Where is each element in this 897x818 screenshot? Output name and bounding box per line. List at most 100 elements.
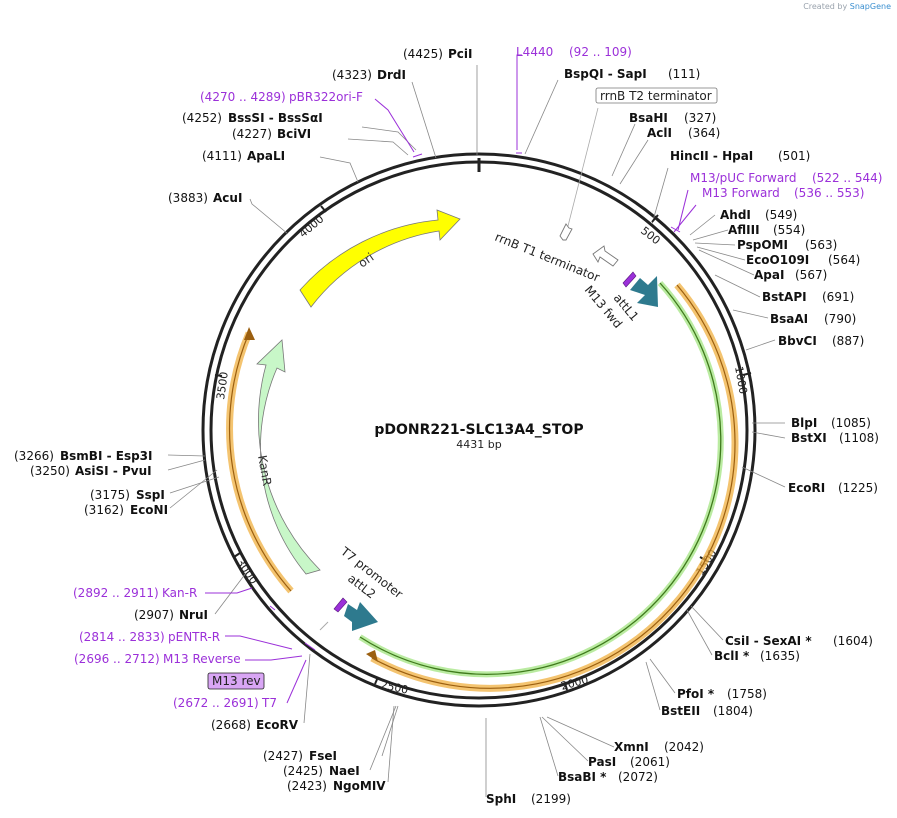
primer-labels: L4440 (92 .. 109) (4270 .. 4289) pBR322o… bbox=[73, 45, 882, 710]
site-name: EcoRV bbox=[256, 718, 299, 732]
primer-range: (2696 .. 2712) bbox=[74, 652, 160, 666]
primer-name: M13/pUC Forward bbox=[690, 171, 797, 185]
site-pos: (327) bbox=[684, 111, 716, 125]
site-pos: (1085) bbox=[831, 416, 871, 430]
site-pos: (3175) bbox=[90, 488, 130, 502]
site-pos: (2425) bbox=[283, 764, 323, 778]
primer-name: pENTR-R bbox=[168, 630, 220, 644]
m13rev-label: M13 rev bbox=[212, 674, 261, 688]
site-pos: (3250) bbox=[30, 464, 70, 478]
site-name: NgoMIV bbox=[333, 779, 386, 793]
site-name: BstXI bbox=[791, 431, 827, 445]
right-orange-band bbox=[370, 282, 739, 692]
site-name: BstAPI bbox=[762, 290, 807, 304]
primer-range: (2814 .. 2833) bbox=[79, 630, 165, 644]
site-name: BlpI bbox=[791, 416, 817, 430]
site-name: SspI bbox=[136, 488, 165, 502]
site-pos: (111) bbox=[668, 67, 700, 81]
site-pos: (4111) bbox=[202, 149, 242, 163]
rrnb-t2-feature bbox=[559, 223, 573, 241]
site-name: BsaHI bbox=[629, 111, 668, 125]
primer-name: T7 bbox=[261, 696, 277, 710]
primer-range: (522 .. 544) bbox=[812, 171, 882, 185]
site-name: NruI bbox=[179, 608, 208, 622]
site-name: BbvCI bbox=[778, 334, 817, 348]
site-name: BciVI bbox=[277, 127, 311, 141]
primer-range: (4270 .. 4289) bbox=[200, 90, 286, 104]
site-name: AclI bbox=[647, 126, 672, 140]
ori-feature bbox=[299, 209, 461, 308]
kanr-feature bbox=[256, 339, 321, 575]
site-pos: (4425) bbox=[403, 47, 443, 61]
site-name: BsmBI - Esp3I bbox=[60, 449, 152, 463]
attl2-feature bbox=[344, 602, 378, 631]
site-pos: (790) bbox=[824, 312, 856, 326]
primer-range: (92 .. 109) bbox=[569, 45, 632, 59]
site-pos: (567) bbox=[795, 268, 827, 282]
site-name: SphI bbox=[486, 792, 516, 806]
site-name: DrdI bbox=[377, 68, 406, 82]
primer-range: (2672 .. 2691) bbox=[173, 696, 259, 710]
site-pos: (4323) bbox=[332, 68, 372, 82]
primer-name: L4440 bbox=[516, 45, 553, 59]
site-pos: (2072) bbox=[618, 770, 658, 784]
site-pos: (1604) bbox=[833, 634, 873, 648]
site-pos: (563) bbox=[805, 238, 837, 252]
site-name: BspQI - SapI bbox=[564, 67, 647, 81]
primer-leader-lines bbox=[205, 54, 697, 704]
m13rev-primer bbox=[333, 597, 348, 613]
site-name: ApaI bbox=[754, 268, 784, 282]
site-pos: (3883) bbox=[168, 191, 208, 205]
site-pos: (2042) bbox=[664, 740, 704, 754]
plasmid-length: 4431 bp bbox=[456, 438, 501, 451]
site-pos: (2423) bbox=[287, 779, 327, 793]
site-name: EcoNI bbox=[130, 503, 168, 517]
site-name: AsiSI - PvuI bbox=[75, 464, 152, 478]
site-name: BsaBI * bbox=[558, 770, 607, 784]
restriction-sites: (4425) PciI (4323) DrdI (4252) BssSI - B… bbox=[14, 47, 879, 806]
site-name: EcoRI bbox=[788, 481, 825, 495]
site-pos: (4227) bbox=[232, 127, 272, 141]
site-pos: (2668) bbox=[211, 718, 251, 732]
rrnb-t1-feature bbox=[592, 245, 619, 267]
tick-label: 1000 bbox=[732, 365, 750, 395]
site-pos: (1635) bbox=[760, 649, 800, 663]
snapgene-logo: SnapGene bbox=[849, 2, 891, 11]
attl1-feature bbox=[630, 276, 658, 307]
site-pos: (2199) bbox=[531, 792, 571, 806]
snapgene-watermark: Created by SnapGene bbox=[803, 2, 891, 11]
site-name: PciI bbox=[448, 47, 473, 61]
site-pos: (501) bbox=[778, 149, 810, 163]
site-name: PfoI * bbox=[677, 687, 715, 701]
tick-label: 500 bbox=[638, 224, 663, 247]
site-name: AhdI bbox=[720, 208, 751, 222]
site-pos: (554) bbox=[773, 223, 805, 237]
tick-label: 3000 bbox=[234, 556, 261, 586]
site-pos: (2061) bbox=[630, 755, 670, 769]
site-name: AcuI bbox=[213, 191, 242, 205]
site-name: BssSI - BssSαI bbox=[228, 111, 323, 125]
site-pos: (1758) bbox=[727, 687, 767, 701]
site-pos: (364) bbox=[688, 126, 720, 140]
plasmid-name: pDONR221-SLC13A4_STOP bbox=[374, 422, 583, 438]
site-name: PspOMI bbox=[737, 238, 788, 252]
site-name: XmnI bbox=[614, 740, 649, 754]
site-name: BclI * bbox=[714, 649, 750, 663]
site-name: FseI bbox=[309, 749, 337, 763]
site-pos: (3266) bbox=[14, 449, 54, 463]
primer-name: pBR322ori-F bbox=[289, 90, 363, 104]
site-pos: (691) bbox=[822, 290, 854, 304]
site-pos: (1108) bbox=[839, 431, 879, 445]
site-pos: (1225) bbox=[838, 481, 878, 495]
site-name: NaeI bbox=[329, 764, 360, 778]
site-name: PasI bbox=[588, 755, 616, 769]
backbone-outer bbox=[201, 152, 757, 708]
site-name: ApaLI bbox=[247, 149, 285, 163]
site-pos: (4252) bbox=[182, 111, 222, 125]
tick-label: 3500 bbox=[214, 371, 231, 401]
site-name: BstEII bbox=[661, 704, 700, 718]
site-name: EcoO109I bbox=[746, 253, 809, 267]
rrnb-t2-label: rrnB T2 terminator bbox=[600, 89, 712, 103]
site-pos: (2907) bbox=[134, 608, 174, 622]
